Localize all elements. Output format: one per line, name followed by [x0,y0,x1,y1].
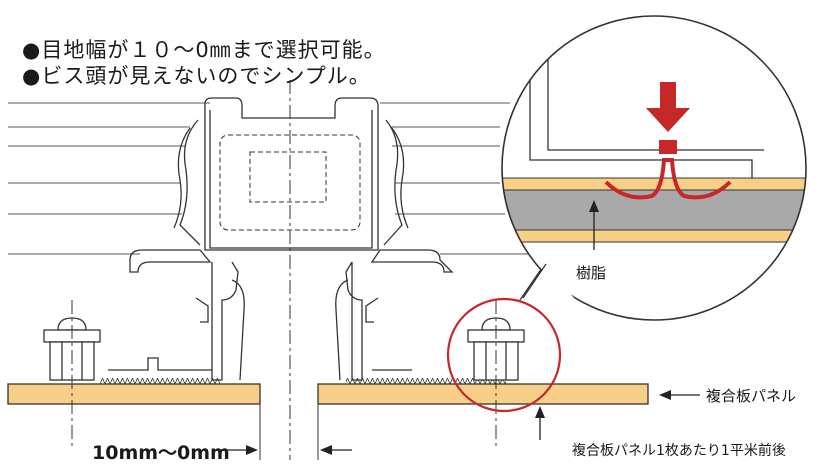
clip-profile-left [108,97,454,381]
panel-note-label: 複合板パネル1枚あたり1平米前後 [572,443,786,459]
composite-panel-right [317,383,649,405]
feature-bullet-joint-width: ●目地幅が１０～0㎜まで選択可能。 [22,38,386,62]
panel-layer-lines [8,102,530,255]
highlight-circle [446,297,562,413]
resin-label: 樹脂 [576,264,607,282]
feature-bullet-hidden-screw: ●ビス頭が見えないのでシンプル。 [22,64,371,88]
panel-label: 複合板パネル [706,387,797,405]
zoom-detail [502,16,806,320]
joint-width-dimension: 10mm～0mm [92,442,230,464]
composite-panel-left [7,383,261,405]
